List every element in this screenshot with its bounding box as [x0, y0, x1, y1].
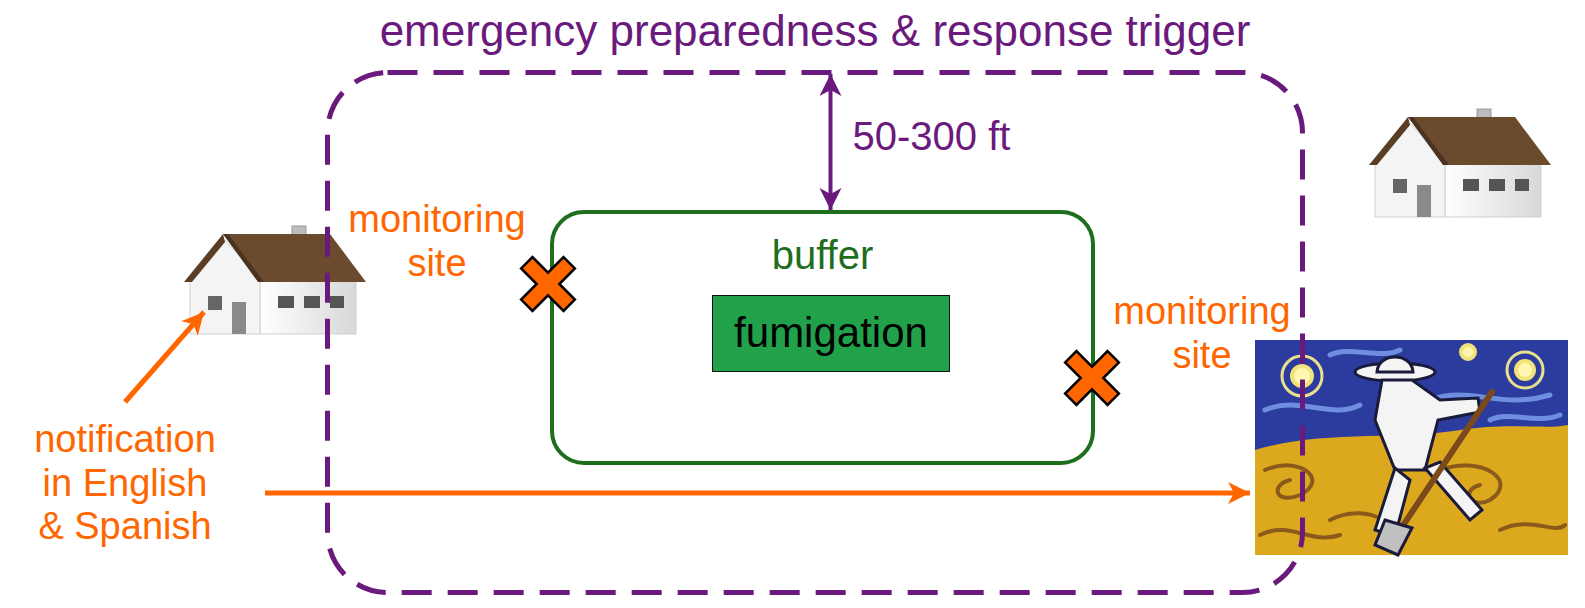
buffer-label: buffer: [554, 232, 1091, 278]
monitoring-label: monitoring site: [1104, 290, 1300, 377]
monitoring-x-mark: [506, 242, 591, 327]
notification-arrow: [265, 491, 1250, 496]
fumigation-box: fumigation: [712, 295, 950, 372]
house-icon: [1369, 109, 1551, 217]
notification-arrows: [125, 312, 1250, 493]
house-icon: [184, 226, 366, 334]
dashed-border: [328, 73, 1303, 593]
region-title: emergency preparedness & response trigge…: [305, 6, 1325, 57]
monitoring-x-mark: [1050, 336, 1135, 421]
notification-label: notification in English & Spanish: [28, 418, 222, 549]
fumigation-label: fumigation: [734, 309, 928, 357]
distance-arrow: [829, 74, 833, 210]
response-region: emergency preparedness & response trigge…: [325, 70, 1305, 595]
notification-arrow: [125, 312, 204, 402]
buffer-zone: buffer fumigation: [550, 210, 1095, 465]
monitoring-label: monitoring site: [342, 198, 532, 285]
distance-label: 50-300 ft: [853, 113, 1011, 159]
